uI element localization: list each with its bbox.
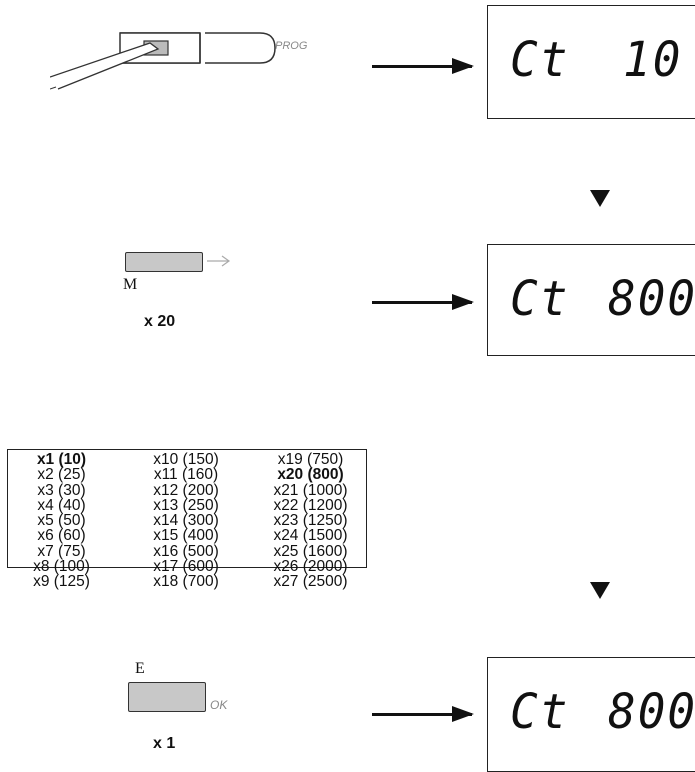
lcd-code: Ct <box>510 30 570 88</box>
ratio-entry: x23 (1250) <box>273 512 348 530</box>
ratio-entry: x2 (25) <box>37 466 86 484</box>
ratio-entry: x19 (750) <box>277 451 344 468</box>
lcd-display-2: Ct 800 <box>487 244 695 356</box>
ratio-entry: x8 (100) <box>33 558 90 576</box>
press-count-1: x 1 <box>153 735 176 752</box>
lcd-display-1: Ct 10 <box>487 5 695 119</box>
ratio-entry: x24 (1500) <box>273 527 348 545</box>
lcd-value: 800 <box>608 269 695 327</box>
ratio-entry: x26 (2000) <box>273 558 348 576</box>
arrow-right-icon <box>372 58 474 74</box>
arrow-right-small-icon <box>207 255 231 267</box>
ratio-column-3: x19 (750)x20 (800)x21 (1000)x22 (1200)x2… <box>258 452 363 590</box>
down-triangle-icon <box>590 582 610 599</box>
ratio-entry: x18 (700) <box>153 573 219 591</box>
ratio-entry: x7 (75) <box>37 542 86 560</box>
ratio-entry: x15 (400) <box>153 527 219 545</box>
ratio-column-1: x1 (10)x2 (25)x3 (30)x4 (40)x5 (50)x6 (6… <box>14 452 109 590</box>
ratio-entry: x1 (10) <box>36 451 87 468</box>
ratio-entry: x27 (2500) <box>273 573 348 591</box>
ratio-entry: x21 (1000) <box>273 481 348 499</box>
ratio-entry: x25 (1600) <box>273 542 348 560</box>
ratio-table: x1 (10)x2 (25)x3 (30)x4 (40)x5 (50)x6 (6… <box>7 449 367 590</box>
down-triangle-icon <box>590 190 610 207</box>
ratio-entry: x22 (1200) <box>273 496 348 514</box>
press-count-20: x 20 <box>144 313 176 330</box>
ratio-entry: x4 (40) <box>37 496 86 514</box>
ratio-entry: x13 (250) <box>153 496 219 514</box>
lcd-code: Ct <box>510 269 570 327</box>
lcd-value: 10 <box>623 30 683 88</box>
ok-label: OK <box>210 698 228 712</box>
lcd-display-3: Ct 800 <box>487 657 695 772</box>
ratio-entry: x16 (500) <box>153 542 219 560</box>
ratio-entry: x9 (125) <box>33 573 90 591</box>
prog-label: PROG <box>275 40 308 52</box>
e-ok-button[interactable] <box>128 682 206 712</box>
e-key-letter: E <box>135 660 145 677</box>
prog-button-illustration <box>50 32 276 90</box>
ratio-entry: x14 (300) <box>153 512 219 530</box>
ratio-entry: x3 (30) <box>37 481 86 499</box>
arrow-right-icon <box>372 294 474 310</box>
ratio-column-2: x10 (150)x11 (160)x12 (200)x13 (250)x14 … <box>136 452 236 590</box>
arrow-right-icon <box>372 706 474 722</box>
lcd-value: 800 <box>608 682 695 740</box>
ratio-entry: x17 (600) <box>153 558 219 576</box>
m-key-letter: M <box>123 276 138 293</box>
ratio-entry: x20 (800) <box>277 466 344 484</box>
lcd-code: Ct <box>510 682 570 740</box>
m-button[interactable] <box>125 252 203 272</box>
ratio-entry: x10 (150) <box>153 451 219 468</box>
ratio-entry: x5 (50) <box>37 512 86 530</box>
ratio-entry: x12 (200) <box>153 481 219 499</box>
ratio-entry: x11 (160) <box>153 466 219 484</box>
ratio-entry: x6 (60) <box>37 527 86 545</box>
